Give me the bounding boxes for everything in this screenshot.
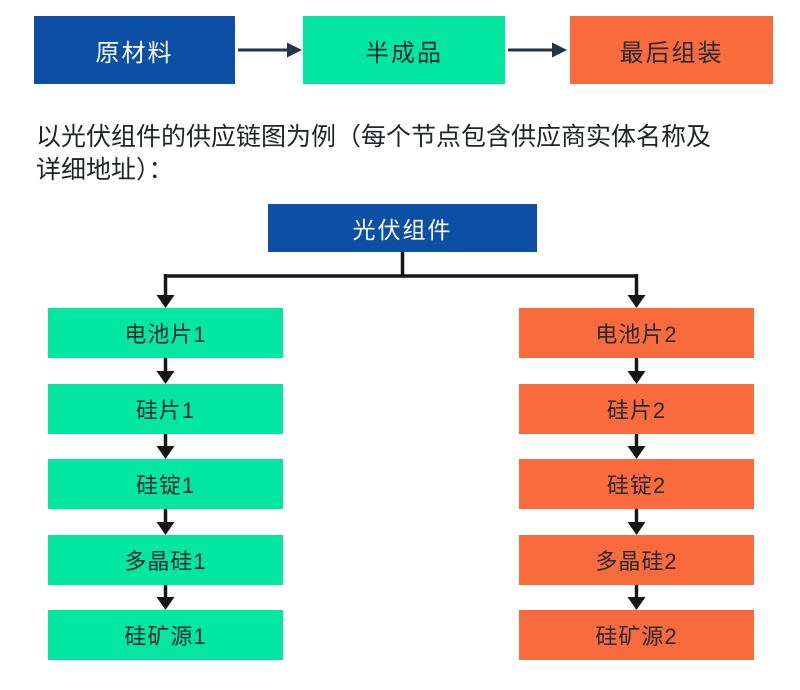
flow-node-raw-material: 原材料 [34, 16, 235, 84]
caption-line-1: 以光伏组件的供应链图为例（每个节点包含供应商实体名称及 [36, 123, 712, 151]
caption-line-2: 详细地址）： [36, 156, 174, 184]
supplier-node-polysilicon-1: 多晶硅1 [48, 535, 283, 585]
supplier-node-ingot-1: 硅锭1 [48, 459, 283, 509]
supplier-node-polysilicon-2: 多晶硅2 [519, 535, 754, 585]
supplier-node-silicon-mine-2: 硅矿源2 [519, 610, 754, 660]
supplier-node-cell-2: 电池片2 [519, 308, 754, 358]
supplier-node-wafer-1: 硅片1 [48, 384, 283, 434]
tree-root-node-pv-module: 光伏组件 [268, 204, 537, 252]
supplier-node-wafer-2: 硅片2 [519, 384, 754, 434]
flow-node-final-assembly: 最后组装 [570, 16, 773, 84]
supplier-node-silicon-mine-1: 硅矿源1 [48, 610, 283, 660]
caption: 以光伏组件的供应链图为例（每个节点包含供应商实体名称及 详细地址）： [36, 121, 766, 187]
supplier-node-cell-1: 电池片1 [48, 308, 283, 358]
flow-node-semi-finished: 半成品 [303, 16, 505, 84]
supplier-node-ingot-2: 硅锭2 [519, 459, 754, 509]
